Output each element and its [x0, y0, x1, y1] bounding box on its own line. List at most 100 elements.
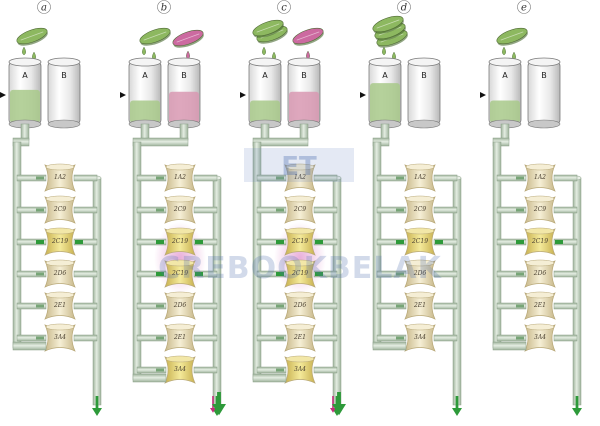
- enzyme-label: 2C9: [413, 206, 426, 213]
- enzyme-cyp2c19: 2C19: [524, 227, 556, 256]
- branch-in-pipe: [376, 334, 407, 342]
- branch-out-pipe: [193, 206, 218, 214]
- branch-out-pipe: [553, 334, 578, 342]
- panel-letter: b: [161, 3, 167, 14]
- tank-a-label: A: [382, 71, 388, 80]
- green-drop-icon: [382, 46, 386, 56]
- panel-letter: a: [41, 3, 47, 14]
- enzyme-cyp2d6: 2D6: [284, 291, 316, 320]
- level-marker-icon: [240, 92, 246, 98]
- flow-marker: [156, 176, 164, 180]
- enzyme-cyp3a4: 3A4: [164, 355, 196, 384]
- return-pipe: [372, 341, 407, 351]
- enzyme-cyp1a2: 1A2: [284, 163, 316, 192]
- branch-in-pipe: [136, 174, 167, 182]
- enzyme-label: 2C19: [411, 238, 428, 245]
- branch-in-pipe: [496, 238, 527, 246]
- flow-marker: [276, 176, 284, 180]
- flow-marker: [36, 336, 44, 340]
- flow-arrow-green: [92, 408, 102, 416]
- green-pill-icon: [496, 27, 528, 46]
- tank-b-label: B: [421, 71, 427, 80]
- enzyme-cyp2c19: 2C19: [164, 227, 196, 256]
- branch-out-pipe: [73, 174, 98, 182]
- enzyme-label: 3A4: [534, 334, 546, 341]
- tank-a: A: [488, 57, 522, 129]
- branch-out-pipe: [313, 270, 338, 278]
- flow-marker: [36, 272, 44, 276]
- flow-marker: [315, 272, 323, 276]
- flow-marker: [396, 176, 404, 180]
- enzyme-label: 1A2: [54, 174, 66, 181]
- flow-marker: [36, 304, 44, 308]
- flow-marker: [516, 272, 524, 276]
- enzyme-cyp2c9: 2C9: [404, 195, 436, 224]
- tank-a: A: [128, 57, 162, 129]
- enzyme-cyp3a4: 3A4: [44, 323, 76, 352]
- branch-in-pipe: [496, 270, 527, 278]
- branch-out-pipe: [313, 366, 338, 374]
- branch-in-pipe: [16, 302, 47, 310]
- enzyme-label: 2C19: [291, 238, 308, 245]
- branch-out-pipe: [73, 334, 98, 342]
- green-pill-icon: [372, 15, 404, 34]
- enzyme-label: 2C9: [53, 206, 66, 213]
- branch-in-pipe: [256, 334, 287, 342]
- enzyme-label: 3A4: [54, 334, 66, 341]
- enzyme-cyp1a2: 1A2: [404, 163, 436, 192]
- tank-a: A: [368, 57, 402, 129]
- enzyme-label: 2C19: [171, 270, 188, 277]
- flow-arrow-pink: [330, 408, 336, 413]
- enzyme-label: 2C9: [293, 206, 306, 213]
- enzyme-cyp1a2: 1A2: [164, 163, 196, 192]
- branch-out-pipe: [433, 302, 458, 310]
- pink-pill-icon: [292, 27, 324, 46]
- green-drop-icon: [502, 46, 506, 56]
- branch-out-pipe: [313, 238, 338, 246]
- flow-marker: [156, 240, 164, 244]
- tank-a-label: A: [262, 71, 268, 80]
- flow-marker: [276, 304, 284, 308]
- flow-marker: [156, 272, 164, 276]
- branch-in-pipe: [376, 302, 407, 310]
- return-pipe: [12, 341, 47, 351]
- green-drop-icon: [142, 46, 146, 56]
- tank-a-outlet-pipe: [140, 123, 150, 141]
- tank-b: B: [47, 57, 81, 129]
- branch-out-pipe: [553, 206, 578, 214]
- enzyme-cyp2d6: 2D6: [404, 259, 436, 288]
- branch-out-pipe: [193, 302, 218, 310]
- tank-b-label: B: [61, 71, 67, 80]
- enzyme-label: 2E1: [413, 302, 426, 309]
- panel-letter-circle: [397, 0, 411, 14]
- flow-marker: [195, 272, 203, 276]
- tank-a-outlet-pipe: [500, 123, 510, 141]
- tank-b: B: [527, 57, 561, 129]
- branch-out-pipe: [193, 270, 218, 278]
- panel-letter-circle: [517, 0, 531, 14]
- flow-arrow-green-large: [332, 404, 346, 416]
- enzyme-label: 3A4: [174, 366, 186, 373]
- enzyme-label: 2D6: [53, 270, 67, 277]
- branch-out-pipe: [73, 238, 98, 246]
- flow-arrow-green: [452, 408, 462, 416]
- return-pipe: [492, 341, 527, 351]
- branch-in-pipe: [136, 206, 167, 214]
- green-pill-icon: [252, 19, 284, 38]
- green-drop-icon: [22, 46, 26, 56]
- enzyme-label: 2C19: [531, 238, 548, 245]
- branch-in-pipe: [256, 366, 287, 374]
- enzyme-cyp2c19: 2C19: [164, 259, 196, 288]
- branch-in-pipe: [16, 206, 47, 214]
- enzyme-label: 2C19: [171, 238, 188, 245]
- branch-out-pipe: [433, 238, 458, 246]
- enzyme-label: 1A2: [174, 174, 186, 181]
- enzyme-cyp2c9: 2C9: [524, 195, 556, 224]
- flow-marker: [156, 368, 164, 372]
- green-pill-icon: [139, 27, 171, 46]
- panel-letter: c: [281, 3, 287, 14]
- inhibition-glow: [274, 222, 326, 294]
